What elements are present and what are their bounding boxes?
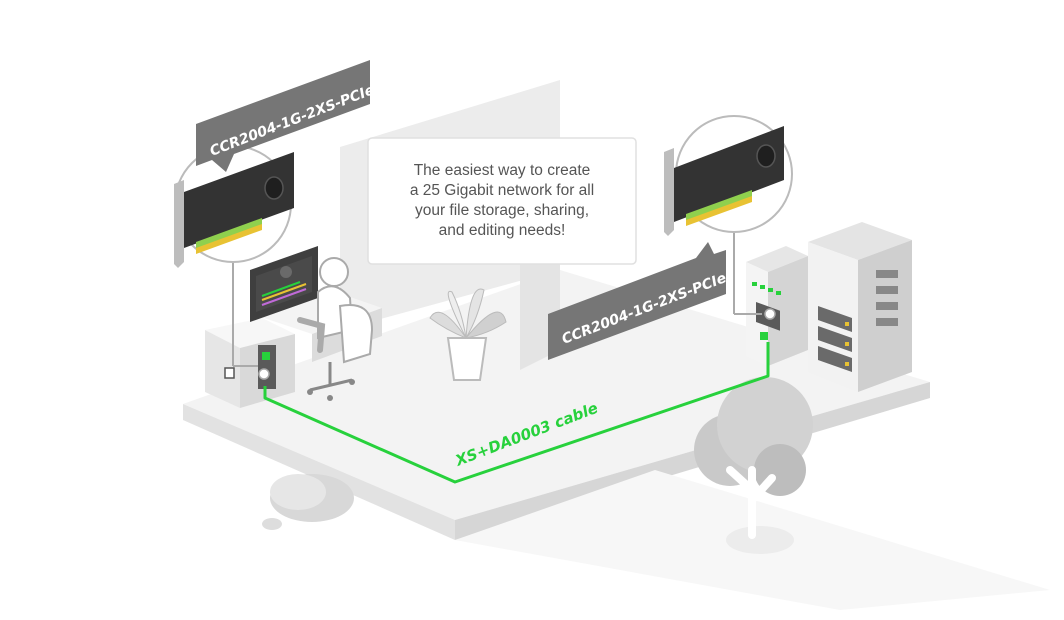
pcie-card-icon: [664, 126, 784, 236]
callout-box: [367, 137, 637, 265]
monitor-icon: [250, 246, 318, 322]
server-rack-icon: [808, 222, 912, 392]
nas-device-icon: [746, 246, 808, 366]
cable-path: [263, 342, 770, 484]
office-chair-icon: [307, 304, 374, 401]
pcie-card-icon: [174, 152, 294, 268]
left-card-zoom: [174, 145, 294, 367]
rock-icon: [262, 474, 354, 530]
right-card-zoom: [664, 115, 793, 315]
tree-icon: [694, 377, 813, 554]
potted-plant-icon: [429, 288, 507, 381]
callout-text: The easiest way to create a 25 Gigabit n…: [409, 162, 595, 239]
